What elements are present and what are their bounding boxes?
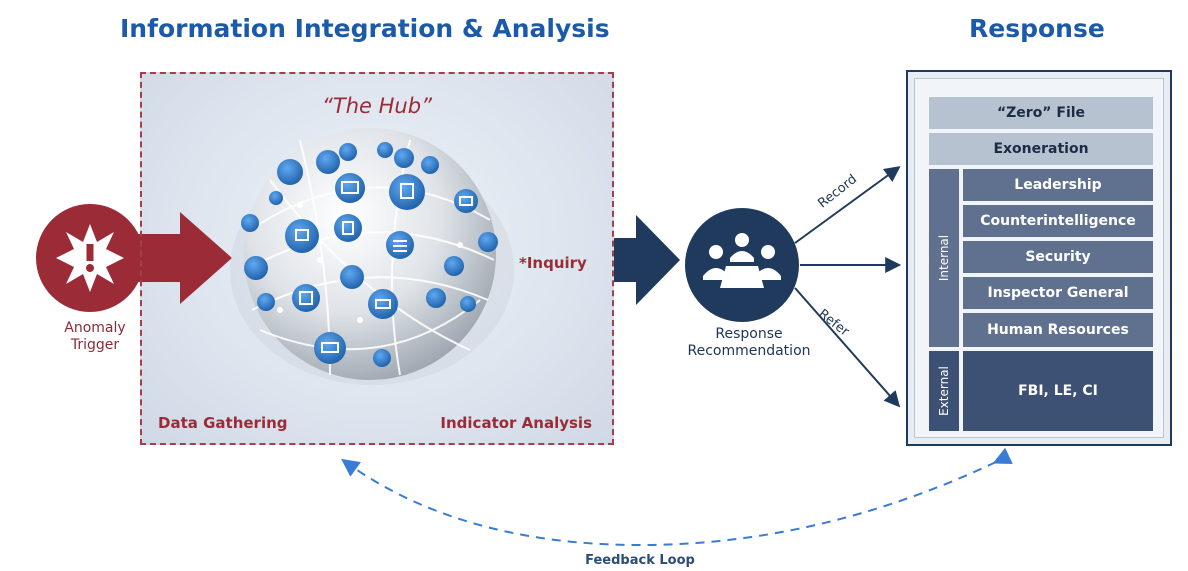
indicator-analysis-label: Indicator Analysis xyxy=(440,414,592,432)
response-panel: “Zero” File Exoneration Internal Leaders… xyxy=(906,70,1172,446)
zero-file-row: “Zero” File xyxy=(929,97,1153,129)
anomaly-label-line1: Anomaly xyxy=(64,320,126,336)
inquiry-label: *Inquiry xyxy=(519,254,587,272)
exoneration-row: Exoneration xyxy=(929,133,1153,165)
anomaly-label-line2: Trigger xyxy=(70,337,120,353)
team-meeting-icon xyxy=(685,208,799,322)
anomaly-trigger-label: Anomaly Trigger xyxy=(40,320,150,354)
data-gathering-label: Data Gathering xyxy=(158,414,288,432)
security-row: Security xyxy=(963,241,1153,273)
feedback-loop-arrow xyxy=(341,447,1013,547)
feedback-loop-label: Feedback Loop xyxy=(585,553,695,568)
network-globe-icon xyxy=(230,128,514,385)
internal-side-label: Internal xyxy=(929,169,959,347)
inquiry-arrow xyxy=(614,215,680,305)
anomaly-arrow xyxy=(120,212,232,304)
alert-burst-icon xyxy=(36,204,144,312)
leadership-row: Leadership xyxy=(963,169,1153,201)
response-recommendation-label: Response Recommendation xyxy=(664,326,834,360)
heading-information-integration: Information Integration & Analysis xyxy=(120,14,610,43)
hub-title: “The Hub” xyxy=(322,94,432,118)
record-arrow xyxy=(794,166,901,244)
heading-response: Response xyxy=(969,14,1105,43)
fbi-le-ci-row: FBI, LE, CI xyxy=(963,351,1153,431)
response-rec-line2: Recommendation xyxy=(687,343,811,359)
response-rec-line1: Response xyxy=(715,326,783,342)
external-side-label: External xyxy=(929,351,959,431)
inspector-general-row: Inspector General xyxy=(963,277,1153,309)
refer-arrow xyxy=(794,287,901,408)
response-panel-inner: “Zero” File Exoneration Internal Leaders… xyxy=(914,78,1164,438)
hub-panel: “The Hub” Data Gathering Indicator Analy… xyxy=(140,72,614,445)
human-resources-row: Human Resources xyxy=(963,313,1153,347)
counterintelligence-row: Counterintelligence xyxy=(963,205,1153,237)
